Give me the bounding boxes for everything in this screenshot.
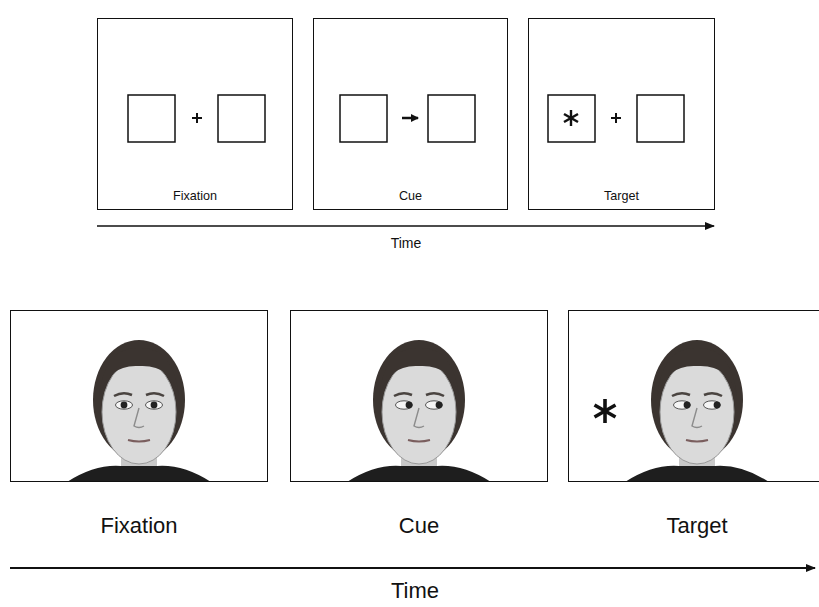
stimulus-panel: Target bbox=[568, 310, 819, 482]
stimulus-panel: Cue bbox=[290, 310, 548, 482]
location-box bbox=[340, 95, 387, 142]
pupil bbox=[121, 402, 128, 409]
time-arrow bbox=[10, 567, 815, 569]
target-asterisk bbox=[564, 110, 578, 126]
panel-label: Cue bbox=[291, 513, 547, 538]
fixation-cross bbox=[192, 113, 202, 123]
target-asterisk bbox=[595, 399, 616, 423]
panel-label: Target bbox=[569, 513, 819, 538]
face-photo bbox=[67, 340, 211, 482]
stimulus-panel: Target bbox=[528, 18, 715, 210]
panel-label: Target bbox=[529, 189, 714, 203]
panel-label: Fixation bbox=[11, 513, 267, 538]
location-box bbox=[548, 95, 595, 142]
pupil bbox=[436, 402, 443, 409]
face-photo bbox=[347, 340, 491, 482]
location-box bbox=[637, 95, 684, 142]
pupil bbox=[684, 402, 691, 409]
stimulus-panel: Fixation bbox=[97, 18, 293, 210]
fixation-cross bbox=[611, 113, 621, 123]
stimulus-panel: Cue bbox=[313, 18, 508, 210]
time-label: Time bbox=[391, 578, 439, 603]
panel-label: Fixation bbox=[98, 189, 292, 203]
pupil bbox=[406, 402, 413, 409]
time-label: Time bbox=[391, 235, 422, 251]
pupil bbox=[714, 402, 721, 409]
time-arrow bbox=[97, 225, 714, 227]
stimulus-panel: Fixation bbox=[10, 310, 268, 482]
location-box bbox=[218, 95, 265, 142]
pupil bbox=[151, 402, 158, 409]
arrow-cue bbox=[402, 117, 418, 120]
location-box bbox=[128, 95, 175, 142]
panel-label: Cue bbox=[314, 189, 507, 203]
face-photo bbox=[625, 340, 769, 482]
location-box bbox=[428, 95, 475, 142]
